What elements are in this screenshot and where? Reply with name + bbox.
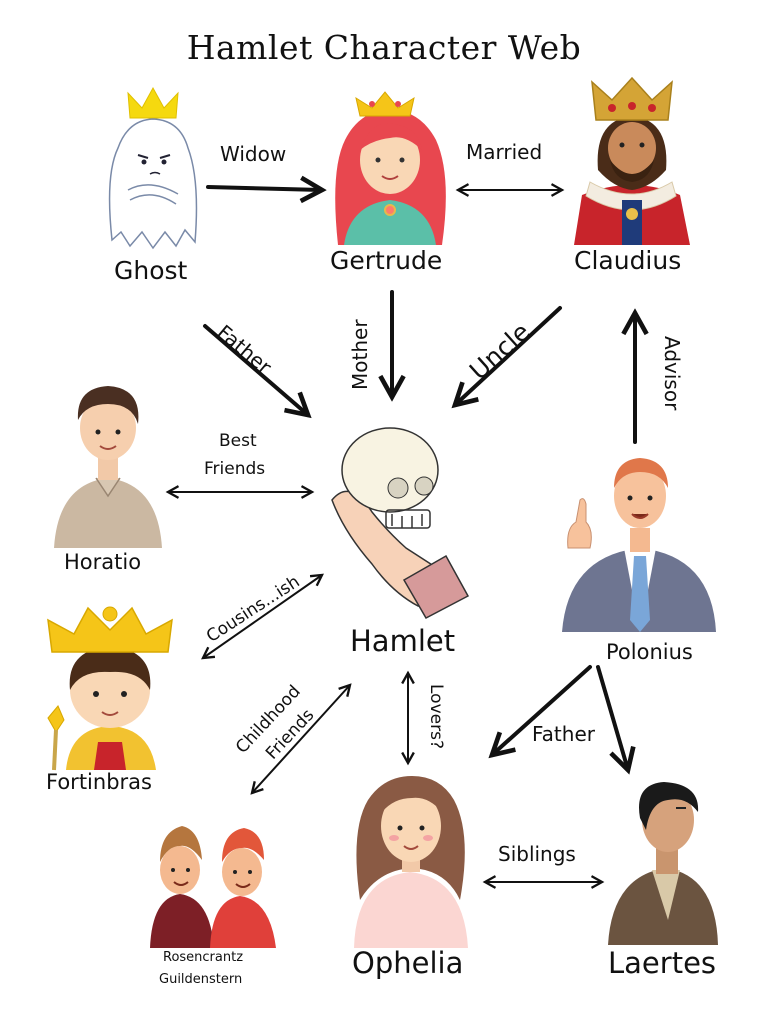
- arrow-polonius-laertes: [596, 665, 628, 770]
- relation-advisor: Advisor: [660, 336, 684, 411]
- arrow-claudius-hamlet: [455, 306, 562, 405]
- label-fortinbras: Fortinbras: [46, 770, 152, 794]
- horatio-portrait: [54, 386, 162, 548]
- fortinbras-portrait: [47, 606, 173, 771]
- label-guildenstern: Guildenstern: [159, 972, 243, 987]
- arrow-ghost-gertrude: [206, 187, 322, 190]
- relation-friends: Friends: [204, 459, 266, 479]
- arrow-fortinbras-hamlet: [203, 575, 322, 658]
- ophelia-portrait: [354, 776, 468, 948]
- label-gertrude: Gertrude: [330, 246, 443, 275]
- page-title: Hamlet Character Web: [186, 28, 582, 67]
- claudius-portrait: [574, 76, 690, 245]
- laertes-portrait: [608, 782, 718, 945]
- label-polonius: Polonius: [606, 640, 693, 664]
- relation-best: Best: [219, 431, 257, 451]
- label-rosencrantz: Rosencrantz: [163, 950, 244, 965]
- label-claudius: Claudius: [574, 246, 682, 275]
- label-hamlet: Hamlet: [350, 624, 456, 658]
- arrow-ghost-hamlet: [203, 324, 308, 415]
- arrow-polonius-ophelia: [492, 665, 592, 755]
- relationship-arrows: [168, 187, 635, 882]
- relation-lovers: Lovers?: [426, 684, 446, 749]
- label-ghost: Ghost: [114, 256, 188, 285]
- relation-married: Married: [466, 140, 543, 164]
- rosencrantz-guildenstern-portrait: [150, 826, 276, 948]
- relation-mother: Mother: [348, 319, 372, 390]
- relation-siblings: Siblings: [498, 842, 576, 866]
- hamlet-portrait: [331, 427, 470, 619]
- arrow-friends-hamlet: [252, 685, 350, 793]
- relation-father-polonius: Father: [532, 722, 595, 746]
- relation-widow: Widow: [220, 142, 287, 166]
- label-laertes: Laertes: [608, 946, 717, 980]
- label-ophelia: Ophelia: [352, 946, 464, 980]
- gertrude-portrait: [335, 91, 446, 245]
- label-horatio: Horatio: [64, 550, 142, 574]
- polonius-portrait: [562, 458, 716, 632]
- ghost-portrait: [108, 86, 198, 250]
